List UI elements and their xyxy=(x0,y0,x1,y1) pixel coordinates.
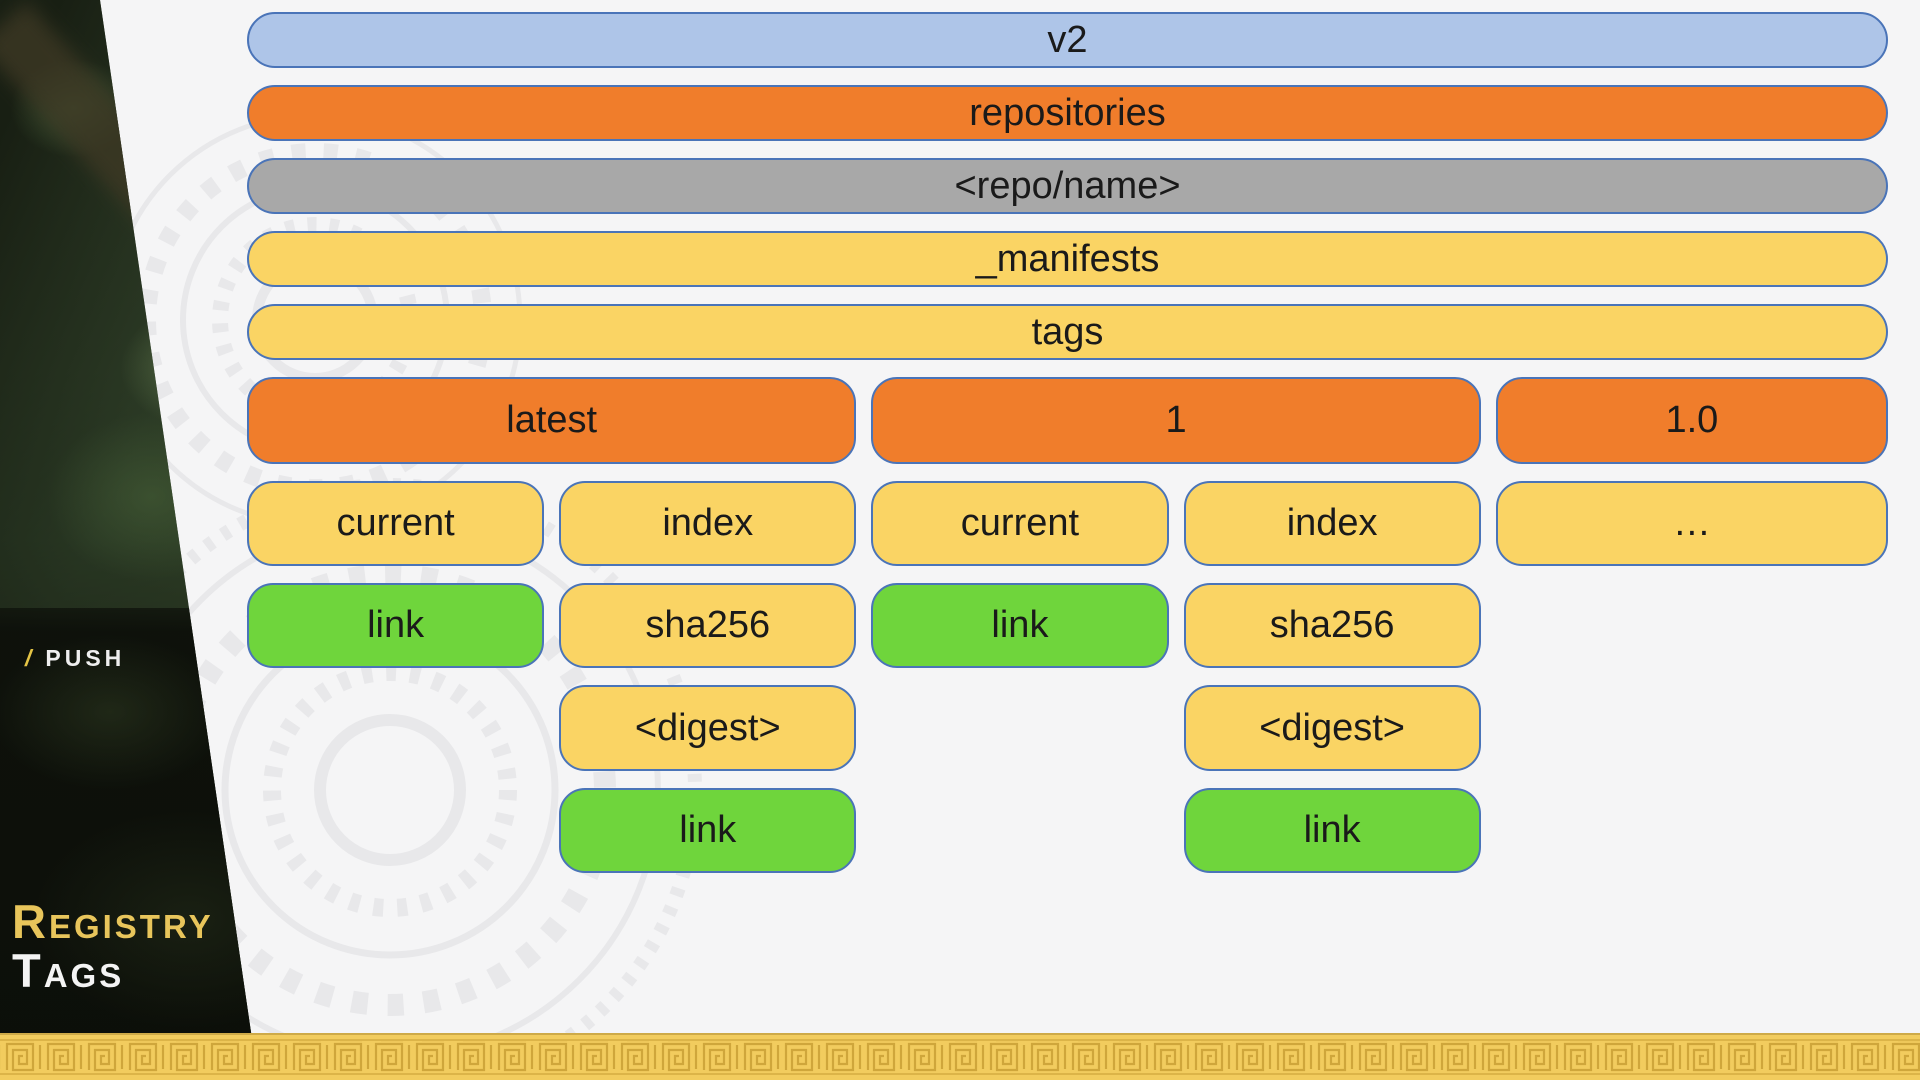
node-index-a: index xyxy=(559,481,857,566)
node-sha256-a: sha256 xyxy=(559,583,857,668)
bar-tags: tags xyxy=(247,304,1888,360)
title-line-1: Registry xyxy=(12,895,214,948)
node-sha256-b: sha256 xyxy=(1183,583,1481,668)
registry-structure-diagram: v2 repositories <repo/name> _manifests t… xyxy=(247,12,1888,873)
bar-manifests: _manifests xyxy=(247,231,1888,287)
node-digest-a: <digest> xyxy=(559,685,857,771)
breadcrumb-slash: / xyxy=(25,645,36,671)
breadcrumb-label: PUSH xyxy=(45,645,126,671)
tag-latest: latest xyxy=(247,377,857,464)
bar-repositories: repositories xyxy=(247,85,1888,141)
tag-1: 1 xyxy=(871,377,1481,464)
node-current-b: current xyxy=(871,481,1169,566)
bar-repo-name: <repo/name> xyxy=(247,158,1888,214)
breadcrumb: / PUSH xyxy=(25,645,125,672)
node-ellipsis: … xyxy=(1495,481,1888,566)
node-digest-link-a: link xyxy=(559,788,857,873)
node-link-a: link xyxy=(247,583,545,668)
bar-v2: v2 xyxy=(247,12,1888,68)
meander-border xyxy=(0,1033,1920,1080)
node-digest-b: <digest> xyxy=(1183,685,1481,771)
slide-title: Registry Tags xyxy=(12,898,214,994)
tag-1-0: 1.0 xyxy=(1495,377,1888,464)
node-digest-link-b: link xyxy=(1183,788,1481,873)
node-link-b: link xyxy=(871,583,1169,668)
node-index-b: index xyxy=(1183,481,1481,566)
node-current-a: current xyxy=(247,481,545,566)
title-line-2: Tags xyxy=(12,944,125,997)
